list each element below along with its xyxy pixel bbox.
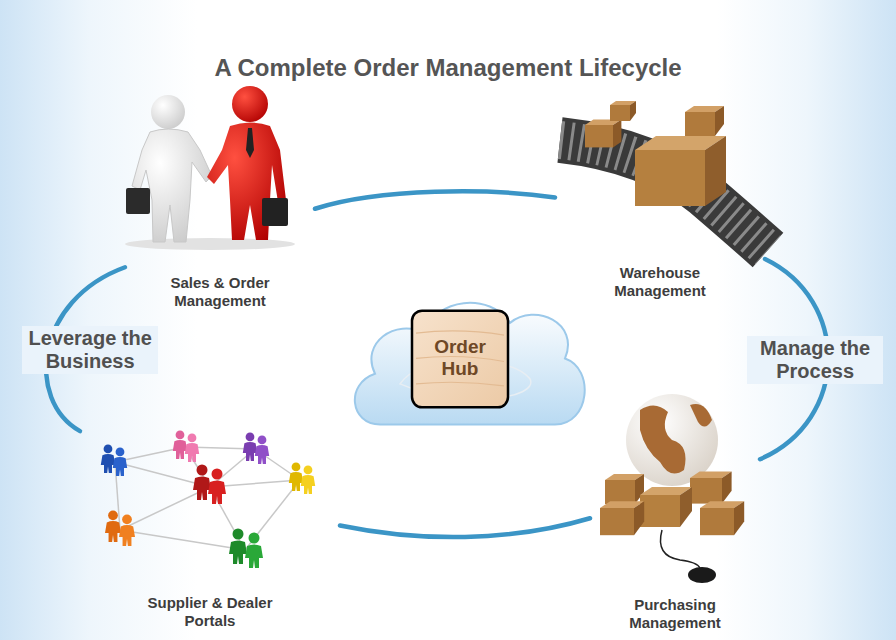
illustration-part (560, 140, 768, 250)
illustration-part (640, 495, 680, 527)
illustration-part (605, 480, 635, 504)
illustration-part (125, 238, 295, 250)
caption-text: Purchasing Management (605, 596, 745, 632)
portal-node: Supplier & Dealer Portals (80, 425, 340, 630)
illustration-part (600, 508, 634, 535)
illustration-part (635, 150, 705, 206)
handshake-node: Sales & Order Management (125, 85, 315, 310)
illustration-part (105, 510, 121, 542)
illustration-part (243, 433, 257, 461)
illustration-part (630, 101, 636, 121)
illustration-part (151, 95, 185, 129)
cloud-shape (355, 303, 585, 425)
diagram-title: A Complete Order Management Lifecycle (0, 54, 896, 82)
illustration-part (660, 530, 700, 568)
cycle-arc (315, 191, 555, 208)
illustration-part (700, 508, 734, 535)
illustration-part (585, 125, 613, 147)
globe-illustration (600, 394, 744, 583)
cloud-shape (412, 311, 508, 408)
illustration-part (688, 567, 716, 583)
illustration-part (126, 188, 150, 214)
illustration-part (120, 487, 210, 530)
illustration-part (185, 434, 199, 462)
illustration-part (685, 112, 715, 136)
illustration-part (722, 472, 732, 504)
illustration-part (715, 106, 724, 136)
illustration-part (301, 466, 315, 494)
illustration-part (229, 529, 247, 565)
purchasing-node: Purchasing Management (590, 390, 760, 632)
warehouse-node: Warehouse Management (555, 95, 765, 300)
cloud-node: Order Hub (340, 272, 590, 450)
illustration-part (705, 136, 726, 206)
illustration-part (734, 501, 744, 535)
illustration-part (232, 86, 268, 122)
illustration-part (115, 447, 300, 550)
illustration-part (690, 478, 722, 504)
network-illustration (101, 431, 315, 569)
illustration-part (289, 463, 303, 491)
caption-text: Sales & Order Management (150, 274, 290, 310)
illustration-part (132, 129, 212, 242)
illustration-part (245, 533, 263, 569)
illustration-part (173, 431, 187, 459)
illustration-part (113, 448, 127, 476)
illustration-part (613, 119, 621, 147)
illustration-part (101, 445, 115, 473)
illustration-part (640, 405, 686, 473)
illustration-part (262, 198, 288, 226)
cloud-shape (416, 331, 504, 386)
cycle-label: Manage the Process (747, 336, 883, 384)
cycle-arc (340, 518, 590, 537)
cloud-shape (412, 311, 508, 408)
hub-label: Order Hub (417, 336, 503, 380)
illustration-part (246, 128, 254, 158)
caption-text: Warehouse Management (590, 264, 730, 300)
illustration-part (610, 105, 630, 121)
illustration-part (119, 514, 135, 546)
hub-box: Order Hub (412, 310, 508, 405)
conveyor-illustration (560, 101, 768, 250)
caption-text: Supplier & Dealer Portals (140, 594, 280, 630)
illustration-part (680, 487, 692, 527)
illustration-part (690, 404, 712, 427)
handshake-illustration (125, 86, 295, 250)
cycle-label: Leverage the Business (22, 326, 158, 374)
illustration-part (193, 465, 211, 501)
illustration-part (120, 530, 245, 550)
illustration-part (255, 436, 269, 464)
illustration-part (634, 501, 644, 535)
illustration-part (208, 469, 226, 505)
illustration-part (560, 140, 768, 250)
